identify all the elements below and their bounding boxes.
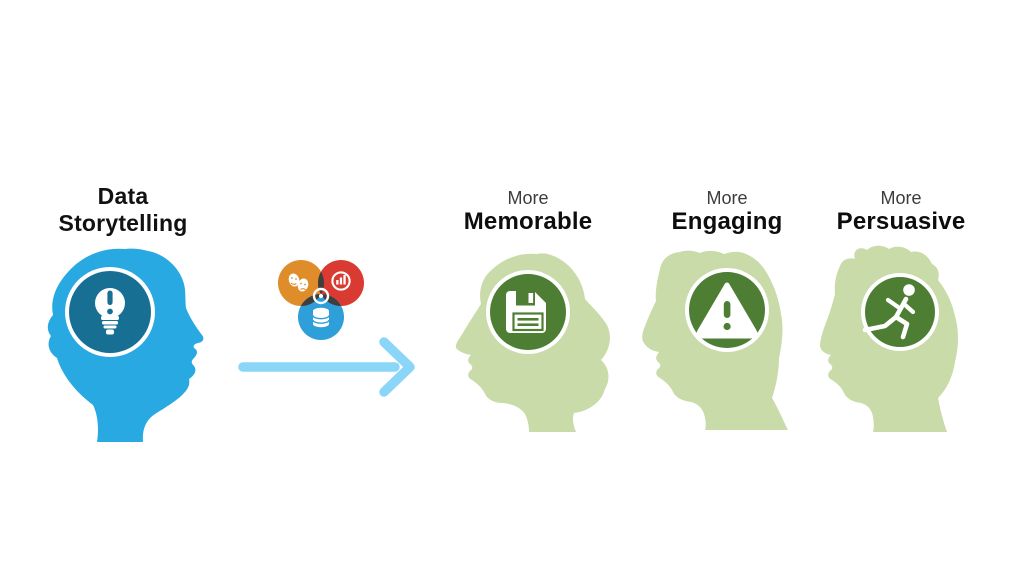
green-head-memorable <box>455 253 610 432</box>
sync-icon <box>312 287 330 305</box>
outcome-qualifier: More <box>706 188 748 208</box>
bar-chart-icon <box>331 271 351 291</box>
title-line-2: Storytelling <box>58 210 188 236</box>
database-icon <box>312 307 330 328</box>
outcome-name: Memorable <box>463 208 593 235</box>
running-person-icon <box>861 273 939 351</box>
warning-triangle-icon <box>685 268 769 352</box>
theater-masks-icon <box>288 273 309 292</box>
outcome-label-persuasive: More Persuasive <box>813 188 989 236</box>
green-head-engaging <box>642 250 788 430</box>
right-arrow-icon <box>238 337 415 397</box>
outcome-qualifier: More <box>507 188 549 208</box>
floppy-disk-save-icon <box>486 270 570 354</box>
blue-head-silhouette <box>47 248 204 442</box>
diagram-title: Data Storytelling <box>38 183 208 237</box>
outcome-label-memorable: More Memorable <box>440 188 616 236</box>
outcome-qualifier: More <box>880 188 922 208</box>
outcome-label-engaging: More Engaging <box>639 188 815 236</box>
lightbulb-exclamation-icon <box>65 267 155 357</box>
venn-diagram-icon <box>278 260 364 340</box>
outcome-name: Engaging <box>671 208 783 235</box>
outcome-name: Persuasive <box>836 208 966 235</box>
title-line-1: Data <box>97 183 149 209</box>
green-head-persuasive <box>820 245 958 432</box>
